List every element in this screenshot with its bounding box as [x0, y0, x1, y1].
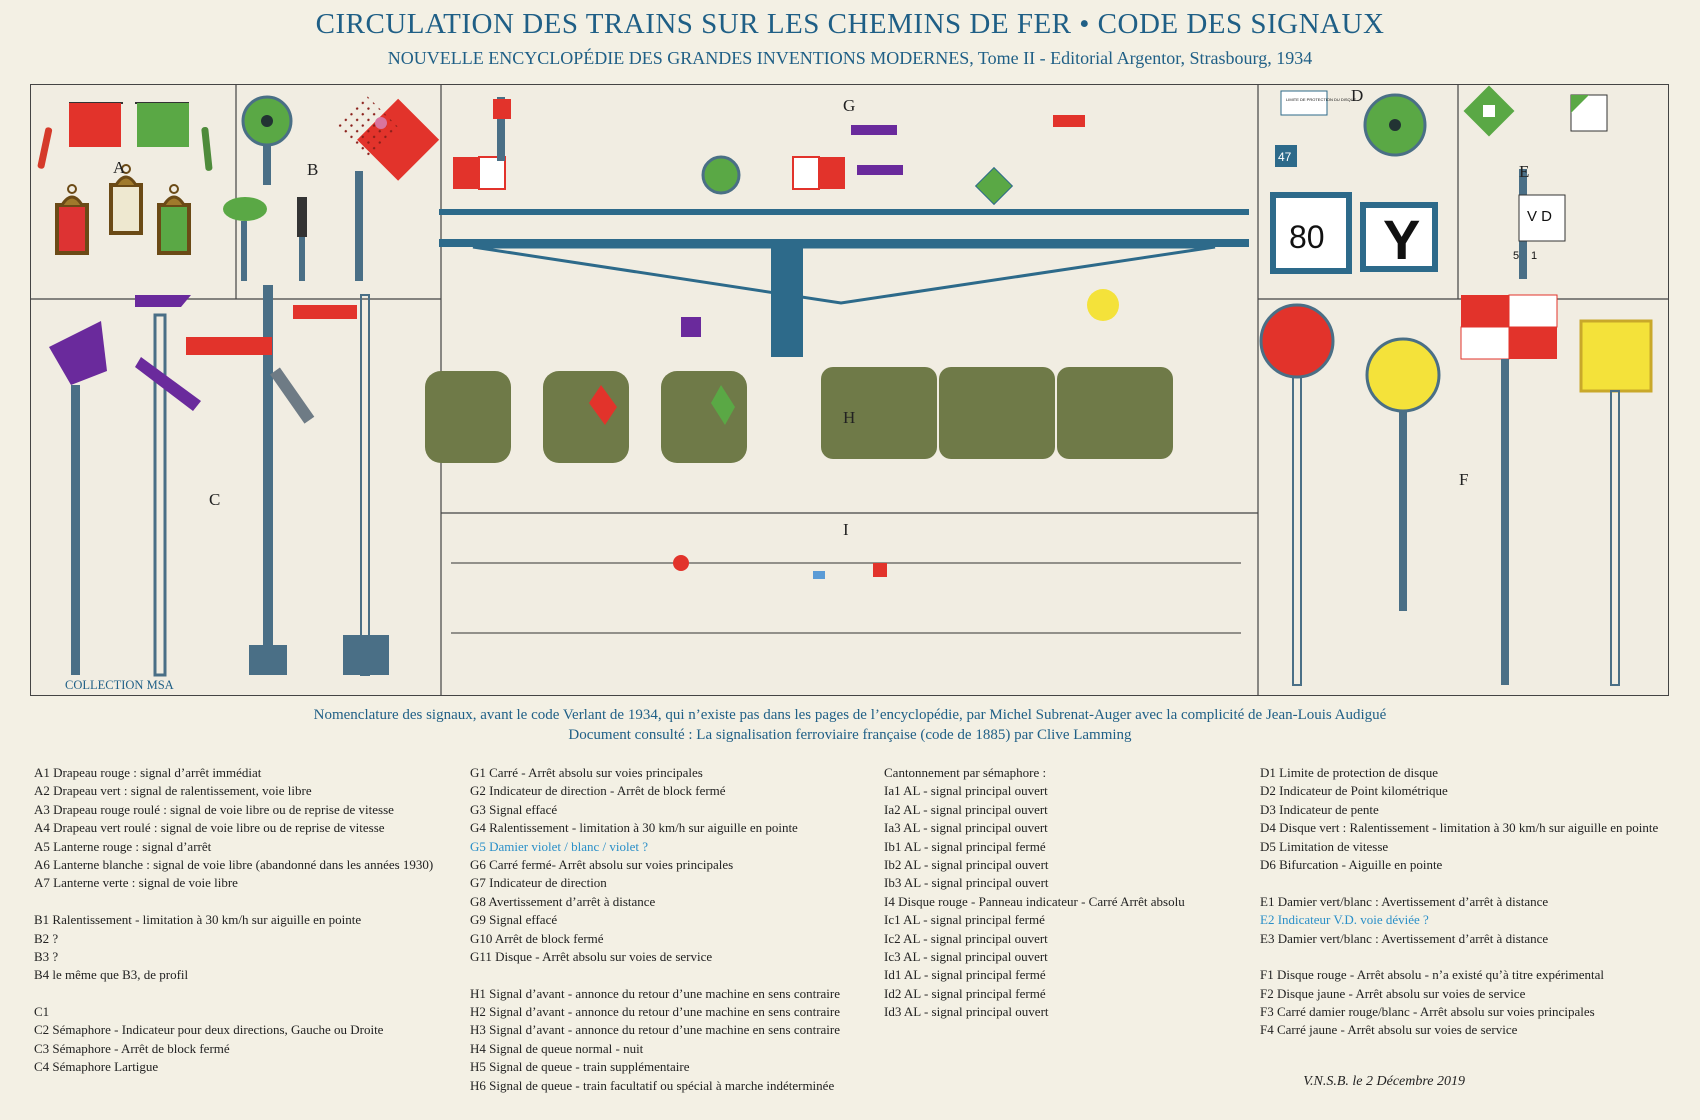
sign-vd: V D — [1527, 208, 1552, 225]
sign-limite: LIMITE DE PROTECTION DU DISQUE — [1286, 97, 1357, 102]
legend-col-3: Cantonnement par sémaphore :Ia1 AL - sig… — [884, 765, 1185, 1020]
sign-80: 80 — [1289, 219, 1325, 255]
section-a-flags-lanterns — [37, 102, 213, 255]
section-g-gantry — [439, 97, 1249, 357]
legend-col-2: G1 Carré - Arrêt absolu sur voies princi… — [470, 765, 841, 1093]
page-subtitle: NOUVELLE ENCYCLOPÉDIE DES GRANDES INVENT… — [387, 48, 1313, 68]
section-e-signals — [1463, 85, 1608, 279]
signature: V.N.S.B. le 2 Décembre 2019 — [1303, 1074, 1465, 1089]
section-d-signs — [1270, 90, 1438, 274]
section-i-cantonnement — [451, 555, 1241, 634]
label-b: B — [307, 160, 318, 179]
section-labels: A B C D E F G H I — [113, 86, 1529, 539]
legend-col-1: A1 Drapeau rouge : signal d’arrêt immédi… — [34, 765, 434, 1075]
sign-e6: 1 — [1531, 250, 1537, 262]
label-i: I — [843, 520, 849, 539]
label-c: C — [209, 490, 220, 509]
sign-e5: 5 — [1513, 250, 1519, 262]
label-g: G — [843, 96, 855, 115]
credit-line-2: Document consulté : La signalisation fer… — [568, 727, 1132, 743]
sign-y: Y — [1383, 208, 1420, 271]
section-c-semaphores — [49, 285, 389, 677]
plate-illustration: A B C D E F G H I COLLECTION MSA 80 Y V … — [31, 85, 1668, 695]
green-flag — [137, 103, 189, 147]
label-h: H — [843, 408, 855, 427]
red-flag — [69, 103, 121, 147]
sign-km: 47 — [1278, 150, 1292, 164]
label-f: F — [1459, 470, 1468, 489]
label-e: E — [1519, 162, 1529, 181]
credit-line-1: Nomenclature des signaux, avant le code … — [313, 707, 1387, 723]
signal-plate: A B C D E F G H I COLLECTION MSA 80 Y V … — [30, 84, 1669, 696]
page-title: CIRCULATION DES TRAINS SUR LES CHEMINS D… — [315, 8, 1385, 40]
section-f-signals — [1259, 294, 1653, 686]
label-a: A — [113, 158, 126, 177]
collection-label: COLLECTION MSA — [65, 678, 174, 692]
panel-borders — [31, 85, 1668, 695]
section-h-trains — [425, 367, 1173, 463]
label-d: D — [1351, 86, 1363, 105]
section-b-signals — [223, 95, 440, 281]
